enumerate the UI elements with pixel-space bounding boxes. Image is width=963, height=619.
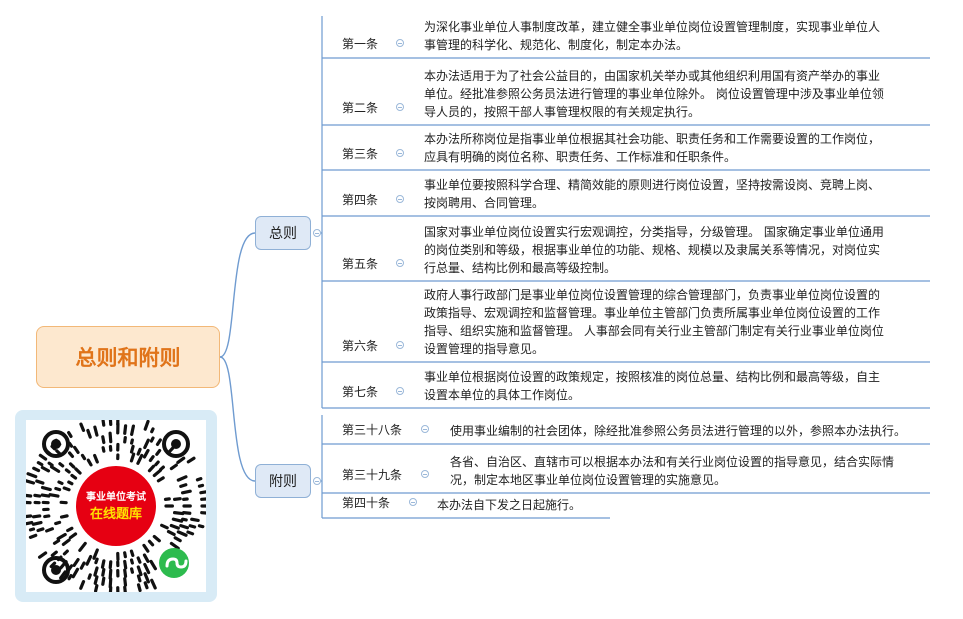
- collapse-toggle-icon[interactable]: [313, 477, 321, 485]
- article-number[interactable]: 第四条: [342, 193, 379, 207]
- qr-code-pattern: [20, 414, 212, 598]
- collapse-toggle-icon[interactable]: [396, 149, 404, 157]
- article-number[interactable]: 第四十条: [342, 496, 391, 510]
- collapse-toggle-icon[interactable]: [396, 39, 404, 47]
- root-topic-label: 总则和附则: [75, 346, 181, 370]
- article-number[interactable]: 第五条: [342, 257, 379, 271]
- article-number[interactable]: 第二条: [342, 101, 379, 115]
- collapse-toggle-icon[interactable]: [396, 103, 404, 111]
- article-number[interactable]: 第三十九条: [342, 468, 403, 482]
- branch-label: 附则: [269, 474, 297, 490]
- article-text-line: 应具有明确的岗位名称、职责任务、工作标准和任职条件。: [424, 150, 737, 164]
- qr-badge-line2: 在线题库: [90, 506, 142, 522]
- article-text-line: 导人员的，按照干部人事管理权限的有关规定执行。: [424, 105, 701, 119]
- qr-code: 事业单位考试 在线题库: [20, 414, 212, 598]
- branch-label: 总则: [269, 226, 297, 242]
- article-text-line: 国家对事业单位岗位设置实行宏观调控，分类指导，分级管理。 国家确定事业单位通用: [424, 225, 884, 239]
- article-text-line: 政策指导、宏观调控和监督管理。事业单位主管部门负责所属事业单位岗位设置的工作: [424, 306, 881, 320]
- collapse-toggle-icon[interactable]: [421, 425, 429, 433]
- collapse-toggle-icon[interactable]: [396, 387, 404, 395]
- article-text-line: 按岗聘用、合同管理。: [424, 196, 545, 210]
- article-text-line: 单位。经批准参照公务员法进行管理的事业单位除外。 岗位设置管理中涉及事业单位领: [424, 87, 884, 101]
- article-text-line: 为深化事业单位人事制度改革，建立健全事业单位岗位设置管理制度，实现事业单位人: [424, 20, 881, 34]
- article-text-line: 事业单位根据岗位设置的政策规定，按照核准的岗位总量、结构比例和最高等级，自主: [424, 370, 881, 384]
- collapse-toggle-icon[interactable]: [396, 341, 404, 349]
- article-text-line: 况，制定本地区事业单位岗位设置管理的实施意见。: [450, 473, 727, 487]
- collapse-toggle-icon[interactable]: [396, 259, 404, 267]
- article-text-line: 行总量、结构比例和最高等级控制。: [424, 261, 617, 275]
- article-text-line: 指导、组织实施和监督管理。 人事部会同有关行业主管部门制定有关行业事业单位岗位: [424, 324, 884, 338]
- article-text-line: 本办法所称岗位是指事业单位根据其社会功能、职责任务和工作需要设置的工作岗位，: [424, 132, 881, 146]
- article-number[interactable]: 第七条: [342, 385, 379, 399]
- article-text-line: 政府人事行政部门是事业单位岗位设置管理的综合管理部门，负责事业单位岗位设置的: [424, 288, 881, 302]
- root-topic[interactable]: 总则和附则: [36, 326, 220, 388]
- collapse-toggle-icon[interactable]: [421, 470, 429, 478]
- article-text-line: 本办法适用于为了社会公益目的，由国家机关举办或其他组织利用国有资产举办的事业: [424, 69, 881, 83]
- article-text-line: 各省、自治区、直辖市可以根据本办法和有关行业岗位设置的指导意见，结合实际情: [450, 455, 895, 469]
- collapse-toggle-icon[interactable]: [409, 498, 417, 506]
- article-number[interactable]: 第一条: [342, 37, 379, 51]
- article-text-line: 使用事业编制的社会团体，除经批准参照公务员法进行管理的以外，参照本办法执行。: [450, 424, 907, 438]
- qr-code-card: 事业单位考试 在线题库: [15, 410, 217, 602]
- article-number[interactable]: 第三条: [342, 147, 379, 161]
- branch-node-1[interactable]: 总则: [255, 216, 311, 250]
- root-branch-connector: [219, 232, 256, 358]
- collapse-toggle-icon[interactable]: [396, 195, 404, 203]
- article-text-line: 本办法自下发之日起施行。: [437, 498, 582, 512]
- article-number[interactable]: 第六条: [342, 339, 379, 353]
- article-number[interactable]: 第三十八条: [342, 423, 403, 437]
- root-branch-connector: [219, 356, 256, 482]
- branch-node-2[interactable]: 附则: [255, 464, 311, 498]
- article-text-line: 的岗位类别和等级，根据事业单位的功能、规格、规模以及隶属关系等情况，对岗位实: [424, 243, 881, 257]
- article-text-line: 事管理的科学化、规范化、制度化，制定本办法。: [424, 38, 689, 52]
- mini-program-icon: [159, 548, 189, 578]
- article-text-line: 事业单位要按照科学合理、精简效能的原则进行岗位设置，坚持按需设岗、竞聘上岗、: [424, 178, 881, 192]
- collapse-toggle-icon[interactable]: [313, 229, 321, 237]
- qr-center-badge: [76, 466, 156, 546]
- article-text-line: 设置管理的指导意见。: [424, 342, 545, 356]
- article-text-line: 设置本单位的具体工作岗位。: [424, 388, 581, 402]
- qr-badge-line1: 事业单位考试: [86, 490, 146, 503]
